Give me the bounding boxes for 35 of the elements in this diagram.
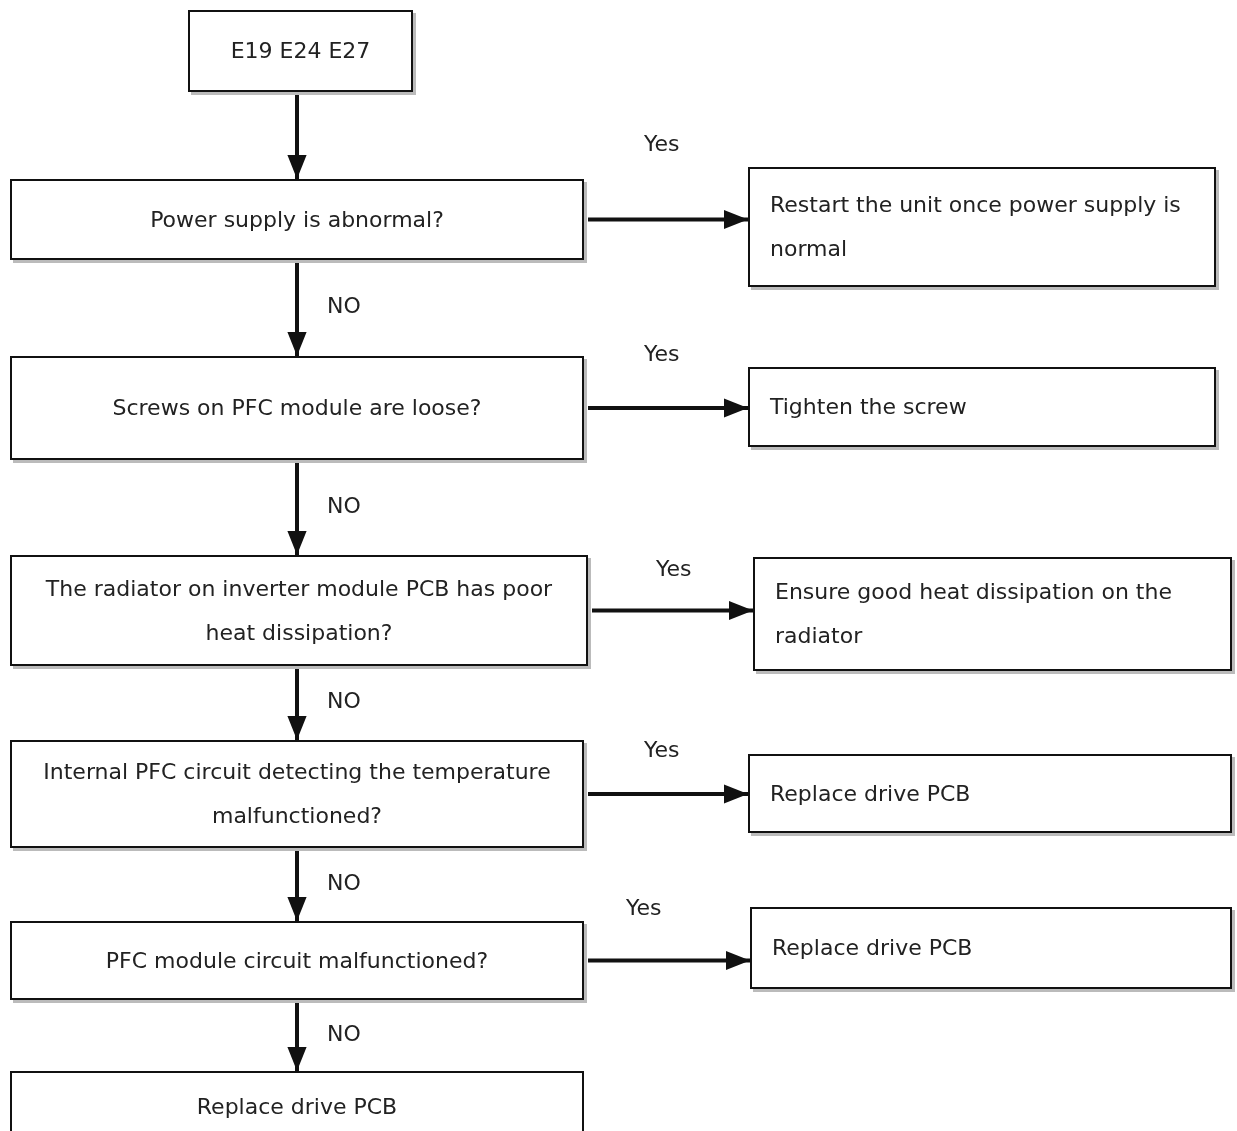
arrow [287, 1002, 307, 1071]
box-text: Screws on PFC module are loose? [112, 394, 482, 422]
box-text: Replace drive PCB [770, 779, 971, 808]
process-box [10, 1071, 584, 1131]
action-box [748, 754, 1232, 833]
arrow [588, 784, 748, 804]
process-box [10, 740, 584, 848]
box-text: Internal PFC circuit detecting the temperature malfunctioned? [42, 758, 552, 830]
box-text: Restart the unit once power supply is normal [770, 191, 1182, 263]
box-text: Tighten the screw [770, 393, 967, 421]
box-text: Replace drive PCB [196, 1093, 398, 1121]
process-box [188, 10, 413, 92]
box-text: E19 E24 E27 [230, 37, 371, 65]
box-text: Ensure good heat dissipation on the radiator [775, 578, 1173, 650]
box-text: PFC module circuit malfunctioned? [105, 946, 489, 975]
box-text: Replace drive PCB [772, 934, 973, 962]
action-box [753, 557, 1232, 671]
process-box [10, 356, 584, 460]
action-box [748, 167, 1216, 287]
action-box [748, 367, 1216, 447]
process-box [10, 179, 584, 260]
arrow [588, 950, 750, 971]
arrow [287, 462, 307, 555]
arrow [588, 398, 748, 418]
arrow [287, 262, 307, 356]
arrow [588, 209, 748, 230]
process-box [10, 921, 584, 1000]
arrow [287, 668, 307, 740]
arrow [287, 850, 307, 921]
box-text: Power supply is abnormal? [150, 205, 444, 234]
arrow [592, 600, 753, 621]
arrow [287, 94, 307, 179]
action-box [750, 907, 1232, 989]
process-box [10, 555, 588, 666]
box-text: The radiator on inverter module PCB has poor heat dissipation? [44, 574, 554, 647]
